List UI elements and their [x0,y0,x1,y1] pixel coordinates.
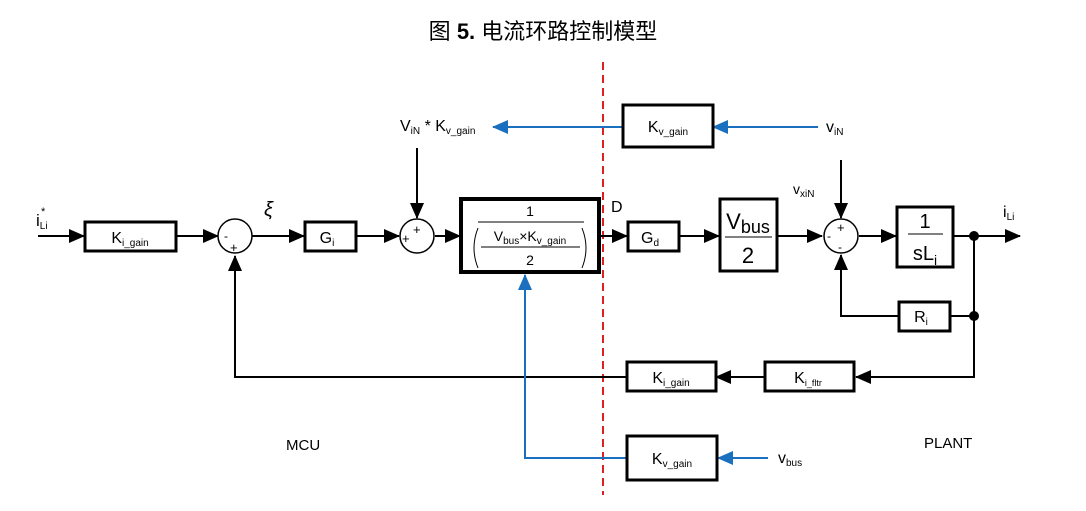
svg-text:Gd: Gd [641,230,659,249]
svg-text:Vbus×Kv_gain: Vbus×Kv_gain [494,228,566,247]
wire-kigain-to-s1 [228,255,626,378]
junction-node-top [969,231,979,241]
svg-text:2: 2 [526,252,534,268]
svg-text:+: + [402,231,410,246]
svg-text:2: 2 [742,243,754,268]
region-label-mcu: MCU [286,437,320,454]
label-input-star: * [41,206,46,218]
svg-text:+: + [413,222,421,237]
wire-ri-to-s3 [834,254,898,317]
block-decouple[interactable]: 1 Vbus×Kv_gain 2 [459,197,601,274]
svg-text:Ri: Ri [914,309,928,328]
label-duty-d: D [611,199,623,216]
svg-text:-: - [827,229,831,243]
label-error-xi: ξ [264,199,274,221]
svg-text:+: + [837,220,845,235]
label-output-current: iLi [1003,204,1014,223]
block-r-i[interactable]: Ri [897,300,952,333]
label-vin: viN [826,119,843,138]
figure-title: 图 5. 电流环路控制模型 [0,14,1086,46]
figure-number: 5. [456,19,476,44]
wire-kv-to-decouple [518,274,627,459]
label-input-reference: iLi [36,211,48,232]
svg-text:-: - [224,229,228,243]
svg-text:1: 1 [526,203,534,219]
block-k-v-gain-bottom[interactable]: Kv_gain [625,434,719,482]
svg-text:Ki_gain: Ki_gain [111,230,148,249]
block-k-i-gain-input[interactable]: Ki_gain [83,220,178,253]
block-g-d[interactable]: Gd [626,220,681,253]
svg-text:Gi: Gi [320,230,335,249]
label-vxin: vxiN [793,181,814,200]
label-vbus: vbus [778,450,802,469]
summing-junction-plant: + - - [823,218,859,254]
block-g-i[interactable]: Gi [303,220,358,253]
region-label-plant: PLANT [924,435,972,452]
block-vbus-half[interactable]: Vbus 2 [718,197,779,273]
svg-text:Vbus: Vbus [726,209,770,237]
svg-text:+: + [230,240,238,255]
block-k-v-gain-top[interactable]: Kv_gain [621,103,715,149]
wire-output-feedback [855,316,975,384]
summing-junction-error: - + [217,218,253,255]
label-vin-feedforward: ViN * Kv_gain [400,118,475,137]
svg-text:Kv_gain: Kv_gain [648,119,688,138]
svg-text:Ki_fltr: Ki_fltr [794,370,822,388]
svg-text:-: - [838,240,842,254]
figure-caption: 电流环路控制模型 [481,19,658,44]
block-k-i-gain-feedback[interactable]: Ki_gain [625,360,718,393]
block-k-i-fltr[interactable]: Ki_fltr [763,360,856,393]
svg-text:sLi: sLi [913,243,937,268]
svg-text:1: 1 [919,211,930,233]
svg-text:Kv_gain: Kv_gain [652,451,692,470]
figure-label: 图 [428,19,451,44]
svg-text:Ki_gain: Ki_gain [652,370,689,389]
summing-junction-feedforward: + + [399,218,435,254]
block-plant-inductor[interactable]: 1 sLi [895,205,955,269]
